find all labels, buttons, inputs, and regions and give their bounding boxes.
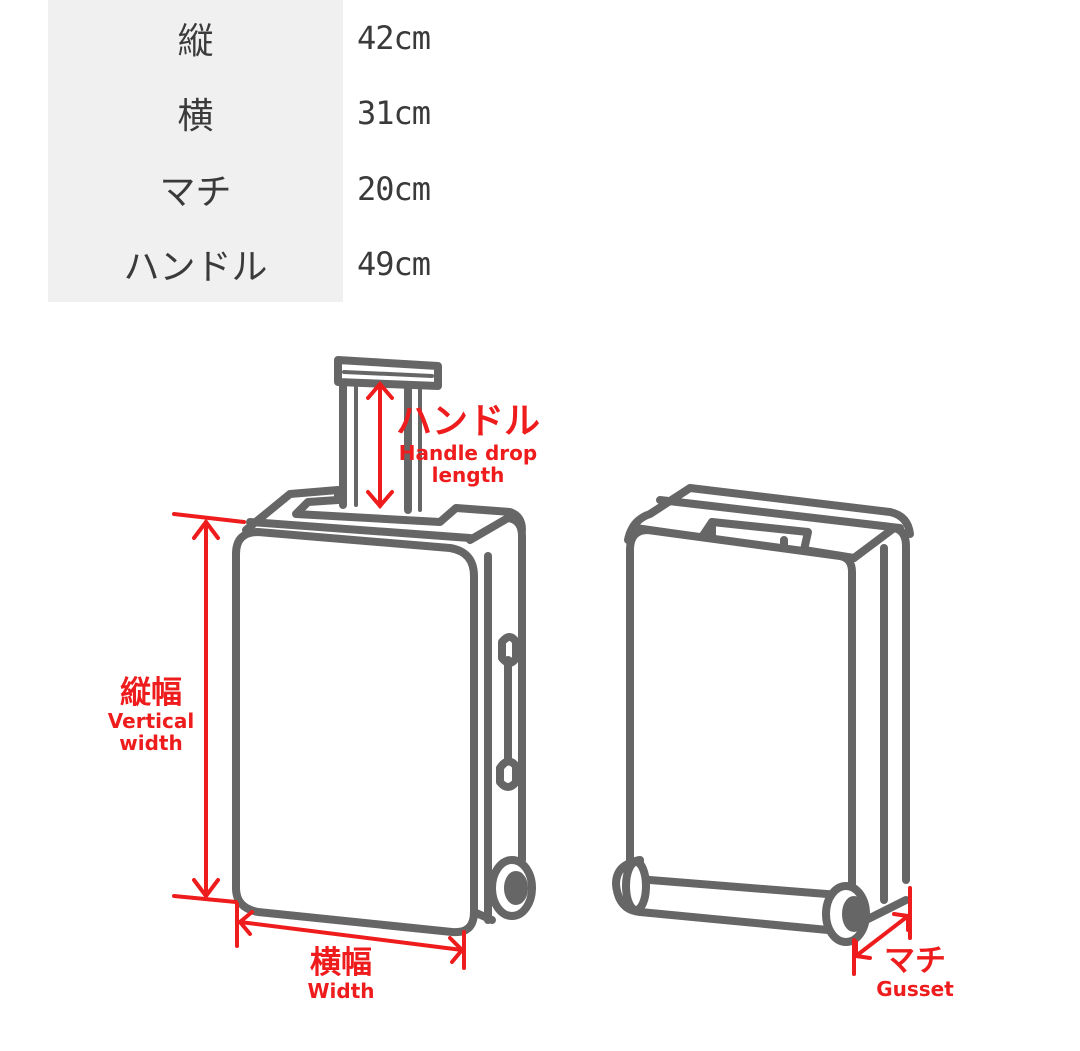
handle-label: ハンドル Handle drop length [388,402,548,486]
gusset-label-jp: マチ [884,943,946,979]
spec-row-width: 横 31cm [48,75,608,151]
spec-label: マチ [48,151,343,227]
spec-row-height: 縦 42cm [48,0,608,76]
spec-value: 49cm [357,245,431,284]
gusset-label: マチ Gusset [860,944,970,1000]
spec-value: 31cm [357,94,431,133]
spec-table: 縦 42cm 横 31cm マチ 20cm ハンドル 49cm [48,0,608,302]
handle-label-jp: ハンドル [395,401,540,442]
width-label-en: Width [307,979,375,1004]
spec-label: 横 [48,75,343,151]
spec-value: 42cm [357,18,431,57]
suitcase-dimension-diagram: ハンドル Handle drop length 縦幅 Vertical widt… [0,330,1080,1047]
back-suitcase-icon [612,484,914,946]
spec-label: ハンドル [48,226,343,302]
spec-label: 縦 [48,0,343,76]
width-label: 横幅 Width [286,946,396,1002]
gusset-label-en: Gusset [876,977,954,1002]
handle-label-en-1: Handle drop [398,440,538,465]
spec-row-handle: ハンドル 49cm [48,226,608,302]
spec-value: 20cm [357,169,431,208]
vertical-label-jp: 縦幅 [120,675,182,711]
handle-label-en-2: length [431,462,505,487]
spec-row-gusset: マチ 20cm [48,151,608,227]
dimension-arrows [172,380,912,976]
vertical-label-en-1: Vertical [107,709,195,734]
vertical-label-en-2: width [119,731,183,756]
front-suitcase-icon [232,356,536,937]
width-label-jp: 横幅 [310,945,372,981]
vertical-label: 縦幅 Vertical width [96,676,206,754]
